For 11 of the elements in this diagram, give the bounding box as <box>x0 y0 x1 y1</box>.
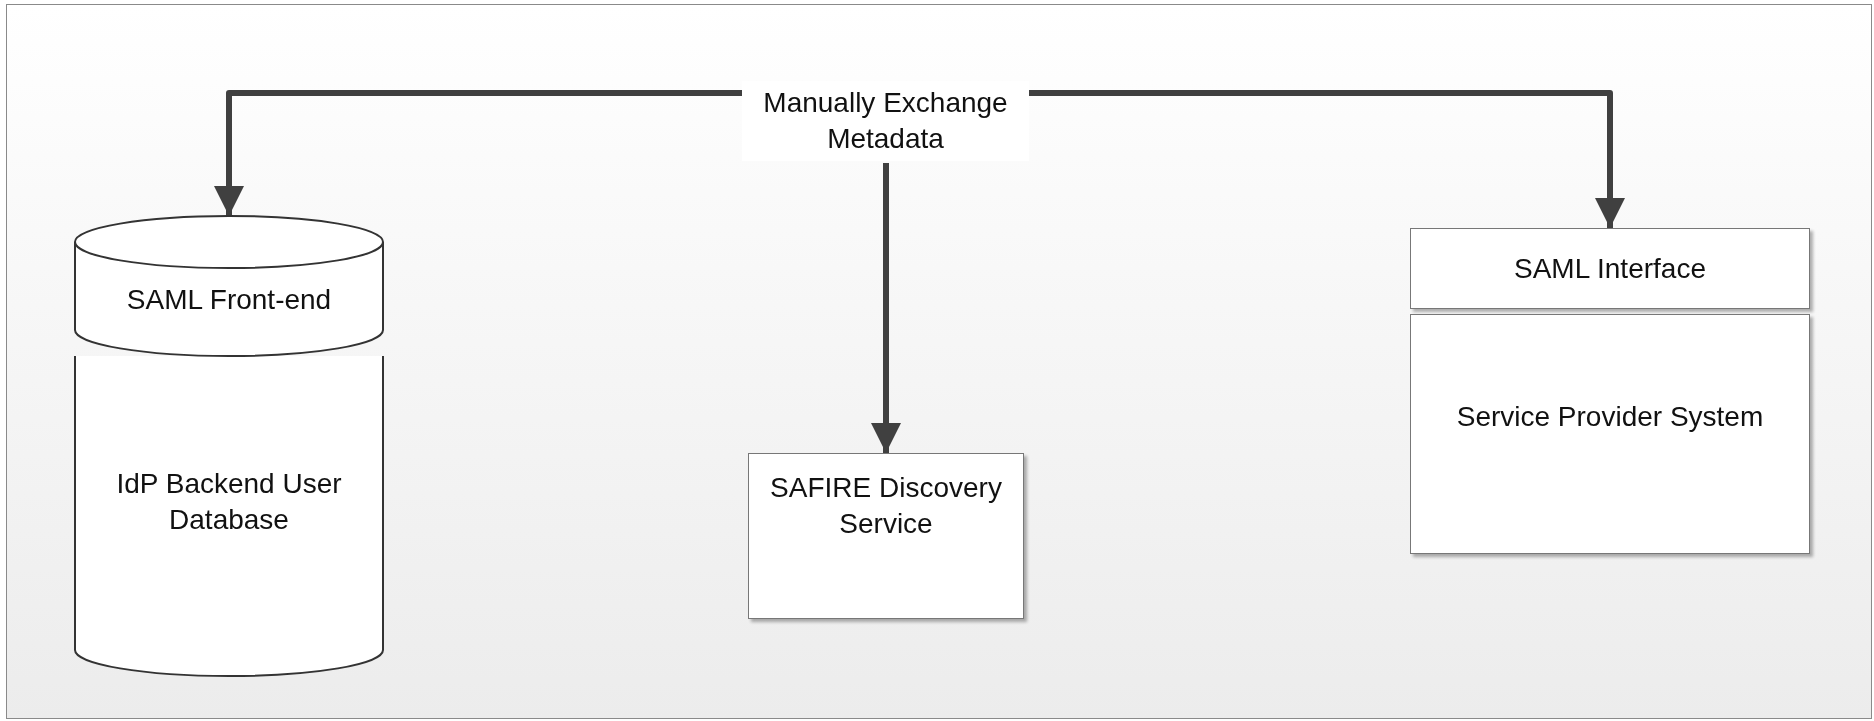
process-box <box>748 453 1024 619</box>
arrow <box>214 90 742 216</box>
node-label: IdP Backend User Database <box>115 467 343 537</box>
arrow <box>871 163 901 453</box>
process-box <box>1410 314 1810 554</box>
node-label: Service Provider System <box>1455 400 1765 434</box>
node-label: SAML Front-end <box>125 283 333 317</box>
arrow <box>1029 90 1625 228</box>
process-box <box>1410 228 1810 309</box>
node-label: SAML Interface <box>1513 252 1707 286</box>
node-label: SAFIRE Discovery Service <box>769 471 1003 541</box>
